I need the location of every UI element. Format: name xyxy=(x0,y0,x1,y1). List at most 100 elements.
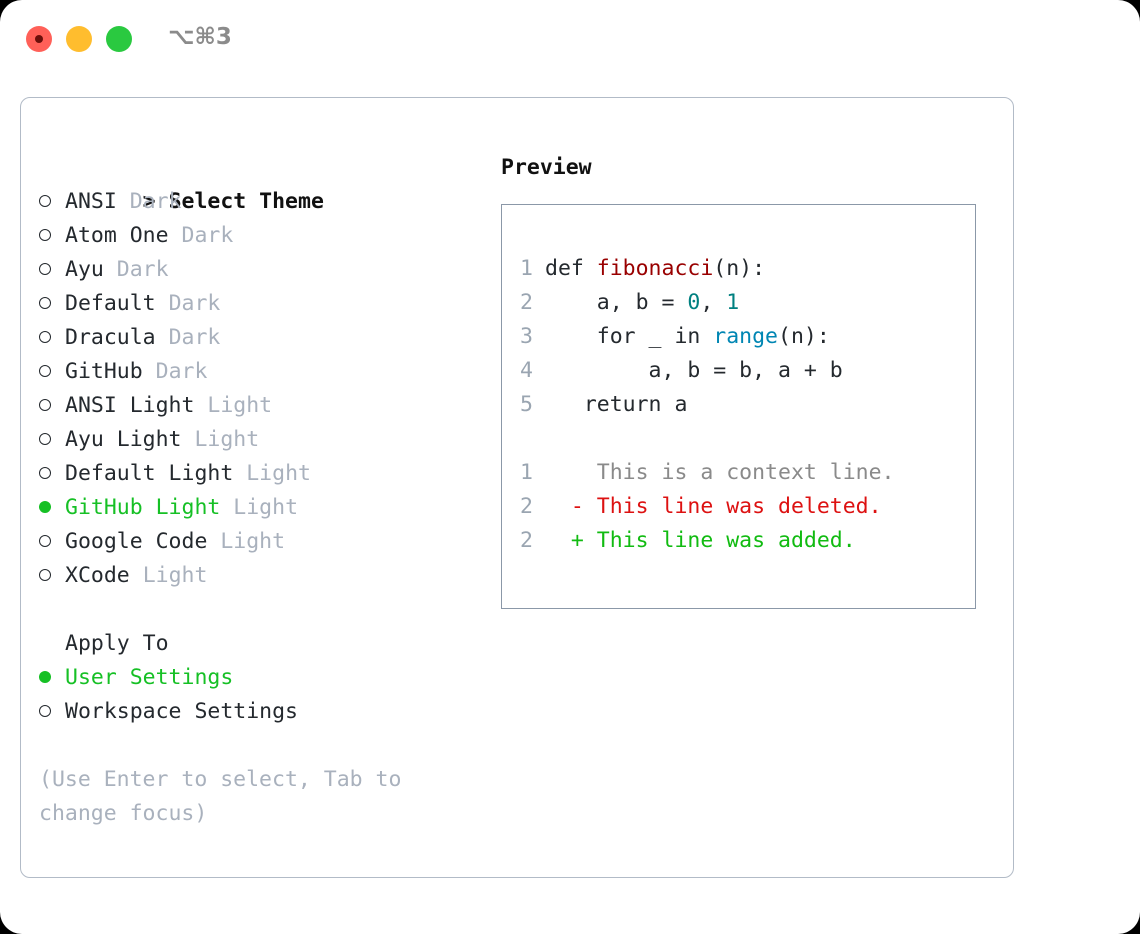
theme-variant-tag: Light xyxy=(194,427,260,452)
radio-empty-icon xyxy=(39,263,51,275)
radio-marker xyxy=(39,355,65,389)
theme-variant-tag: Light xyxy=(220,529,286,554)
code-token-func: fibonacci xyxy=(596,256,714,281)
theme-list-item[interactable]: Atom One Dark xyxy=(39,219,479,253)
theme-list-item[interactable]: Ayu Dark xyxy=(39,253,479,287)
apply-to-option[interactable]: User Settings xyxy=(39,661,479,695)
code-token-plain: a, b = b, a + b xyxy=(545,358,843,383)
code-token-plain: (n): xyxy=(713,256,766,281)
keyboard-hint: (Use Enter to select, Tab to change focu… xyxy=(39,767,402,826)
radio-empty-icon xyxy=(39,365,51,377)
select-theme-header: > Select Theme xyxy=(39,151,479,214)
theme-variant-tag: Dark xyxy=(129,189,182,214)
diff-marker xyxy=(571,460,597,485)
theme-variant-tag: Dark xyxy=(168,291,221,316)
radio-empty-icon xyxy=(39,195,51,207)
theme-list-item[interactable]: GitHub Dark xyxy=(39,355,479,389)
theme-list-item[interactable]: ANSI Dark xyxy=(39,185,479,219)
apply-to-option-label: Workspace Settings xyxy=(65,699,298,724)
radio-empty-icon xyxy=(39,297,51,309)
theme-name-label: Ayu xyxy=(65,257,104,282)
radio-empty-icon xyxy=(39,705,51,717)
theme-variant-tag: Light xyxy=(233,495,299,520)
theme-name-label: XCode xyxy=(65,563,130,588)
diff-line-number: 1 xyxy=(520,460,533,485)
diff-line: 2 - This line was deleted. xyxy=(520,490,975,524)
code-token-num: 0 xyxy=(687,290,701,315)
radio-marker xyxy=(39,661,65,695)
apply-to-header: Apply To xyxy=(65,631,169,656)
theme-name-label: Dracula xyxy=(65,325,156,350)
prompt-caret-icon: > xyxy=(142,189,156,214)
theme-list-item[interactable]: Dracula Dark xyxy=(39,321,479,355)
radio-empty-icon xyxy=(39,331,51,343)
theme-variant-tag: Light xyxy=(207,393,273,418)
diff-text: This line was added. xyxy=(596,528,856,553)
code-token-plain: a, b = xyxy=(545,290,688,315)
maximize-window-button[interactable] xyxy=(106,26,132,52)
apply-to-option-label: User Settings xyxy=(65,665,234,690)
radio-marker xyxy=(39,525,65,559)
select-theme-title: Select Theme xyxy=(168,189,324,214)
radio-marker xyxy=(39,695,65,729)
code-line: 5 return a xyxy=(520,388,975,422)
code-line-number: 1 xyxy=(520,256,533,281)
code-token-num: 1 xyxy=(726,290,740,315)
diff-sample: 1 This is a context line.2 - This line w… xyxy=(520,456,975,558)
theme-variant-tag: Dark xyxy=(181,223,234,248)
theme-name-label: GitHub Light xyxy=(65,495,221,520)
theme-list-item[interactable]: XCode Light xyxy=(39,559,479,593)
code-line-number: 4 xyxy=(520,358,533,383)
theme-list-item[interactable]: Google Code Light xyxy=(39,525,479,559)
diff-line: 1 This is a context line. xyxy=(520,456,975,490)
theme-list-item[interactable]: GitHub Light Light xyxy=(39,491,479,525)
diff-text: This is a context line. xyxy=(596,460,895,485)
diff-line: 2 + This line was added. xyxy=(520,524,975,558)
theme-name-label: Google Code xyxy=(65,529,208,554)
theme-name-label: Ayu Light xyxy=(65,427,182,452)
radio-empty-icon xyxy=(39,467,51,479)
minimize-window-button[interactable] xyxy=(66,26,92,52)
radio-marker xyxy=(39,321,65,355)
apply-to-option[interactable]: Workspace Settings xyxy=(39,695,479,729)
radio-marker xyxy=(39,219,65,253)
theme-variant-tag: Light xyxy=(246,461,311,486)
theme-list-item[interactable]: Default Dark xyxy=(39,287,479,321)
radio-selected-icon xyxy=(39,671,51,683)
theme-list-item[interactable]: Default Light Light xyxy=(39,457,479,491)
preview-title: Preview xyxy=(501,155,592,180)
close-icon xyxy=(35,35,43,43)
diff-line-number: 2 xyxy=(520,528,533,553)
theme-name-label: ANSI xyxy=(65,189,117,214)
diff-line-number: 2 xyxy=(520,494,533,519)
code-token-fn: range xyxy=(713,324,779,349)
radio-empty-icon xyxy=(39,229,51,241)
code-token-plain: def xyxy=(545,256,597,281)
code-token-plain: (n): xyxy=(778,324,830,349)
keyboard-shortcut-label: ⌥⌘3 xyxy=(168,24,232,50)
diff-marker: + xyxy=(570,528,597,553)
code-line-number: 2 xyxy=(520,290,533,315)
theme-list-item[interactable]: Ayu Light Light xyxy=(39,423,479,457)
code-token-plain: for _ in xyxy=(545,324,714,349)
code-line: 4 a, b = b, a + b xyxy=(520,354,975,388)
code-line-number: 5 xyxy=(520,392,533,417)
theme-list-item[interactable]: ANSI Light Light xyxy=(39,389,479,423)
diff-marker: - xyxy=(570,494,597,519)
code-line: 2 a, b = 0, 1 xyxy=(520,286,975,320)
radio-marker xyxy=(39,491,65,525)
code-token-plain: return a xyxy=(545,392,688,417)
code-spacer xyxy=(520,422,975,456)
radio-marker xyxy=(39,423,65,457)
radio-empty-icon xyxy=(39,535,51,547)
radio-marker xyxy=(39,457,65,491)
radio-empty-icon xyxy=(39,569,51,581)
radio-empty-icon xyxy=(39,433,51,445)
